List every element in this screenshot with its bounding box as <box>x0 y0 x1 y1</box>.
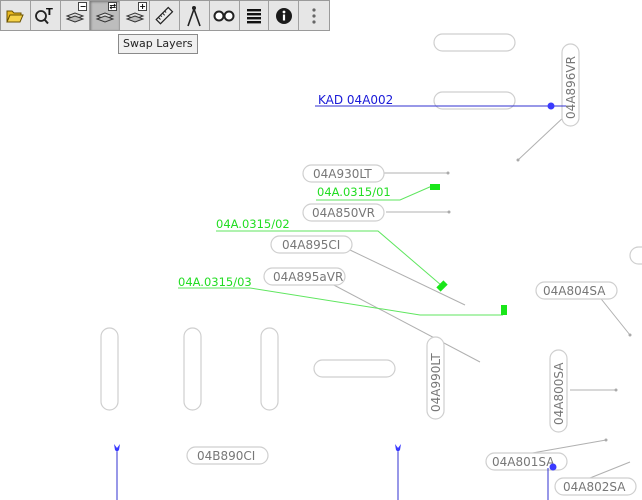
plus-badge: + <box>138 2 148 11</box>
pill-04A850VR <box>302 203 385 222</box>
gray-connector-ends <box>446 158 632 442</box>
pill-label-04A801SA: 04A801SA <box>492 455 555 469</box>
svg-text:T: T <box>46 7 53 18</box>
empty-pills <box>100 33 642 411</box>
pill-04A990LT <box>426 336 445 420</box>
green-marker-icon <box>436 280 448 292</box>
green-label-03: 04A.0315/03 <box>178 275 252 289</box>
pill-label-04A895aVR: 04A895aVR <box>273 270 343 284</box>
search-text-icon: T <box>35 7 53 24</box>
binoculars-icon <box>213 10 235 21</box>
green-label-01: 04A.0315/01 <box>317 185 391 199</box>
pill-label-04A802SA: 04A802SA <box>563 480 626 494</box>
measure-button[interactable] <box>150 1 180 30</box>
kad-label: KAD 04A002 <box>318 93 393 107</box>
swap-layers-button[interactable]: ⇄ <box>90 1 121 30</box>
layers-plus-icon <box>125 11 145 23</box>
green-label-02: 04A.0315/02 <box>216 217 290 231</box>
swap-badge: ⇄ <box>108 2 118 11</box>
layers-minus-icon <box>65 11 85 23</box>
green-lines <box>178 185 503 316</box>
pill-label-04A850VR: 04A850VR <box>312 206 375 220</box>
pill-04A930LT <box>302 164 385 183</box>
info-icon <box>275 7 292 24</box>
folder-open-icon <box>6 10 25 22</box>
list-lines-icon <box>246 8 261 23</box>
pill-04A895aVR <box>263 267 346 286</box>
ruler-icon <box>155 6 174 25</box>
binoculars-button[interactable] <box>210 1 240 30</box>
minus-badge: − <box>78 2 88 11</box>
blue-markers <box>114 102 557 471</box>
remove-layer-button[interactable]: − <box>61 1 91 30</box>
info-button[interactable] <box>269 1 300 30</box>
search-text-button[interactable]: T <box>31 1 61 30</box>
map-toolbar: T − ⇄ + <box>0 0 330 31</box>
pill-label-04A896VR: 04A896VR <box>564 56 578 119</box>
more-vertical-icon <box>312 7 316 24</box>
compass-icon <box>187 5 202 26</box>
pill-04A801SA <box>485 452 568 471</box>
pill-04A800SA <box>549 349 568 433</box>
pill-04B890CI <box>186 446 269 465</box>
green-marker-icon <box>430 184 440 190</box>
pill-label-04A804SA: 04A804SA <box>543 284 606 298</box>
pill-label-04A895CI: 04A895CI <box>282 238 340 252</box>
pill-label-04B890CI: 04B890CI <box>197 449 255 463</box>
blue-node-icon <box>547 102 555 110</box>
blue-pin-icon <box>114 444 120 452</box>
layers-list-button[interactable] <box>240 1 270 30</box>
pill-label-04A930LT: 04A930LT <box>313 167 372 181</box>
more-button[interactable] <box>299 1 329 30</box>
pill-04A896VR <box>561 43 580 127</box>
swap-layers-tooltip: Swap Layers <box>118 34 198 54</box>
blue-pin-icon <box>395 444 401 452</box>
pill-label-04A800SA: 04A800SA <box>552 362 566 425</box>
compass-button[interactable] <box>180 1 210 30</box>
blue-node-icon <box>549 463 557 471</box>
open-folder-button[interactable] <box>1 1 31 30</box>
pill-04A895CI <box>270 235 353 254</box>
pill-04A802SA <box>554 477 637 496</box>
gray-connectors <box>329 114 631 491</box>
layers-swap-icon <box>95 11 115 23</box>
green-markers <box>430 184 507 315</box>
add-layer-button[interactable]: + <box>120 1 151 30</box>
blue-lines <box>116 105 566 500</box>
pill-label-04A990LT: 04A990LT <box>429 353 443 412</box>
green-marker-icon <box>501 305 507 315</box>
pill-04A804SA <box>535 281 618 300</box>
